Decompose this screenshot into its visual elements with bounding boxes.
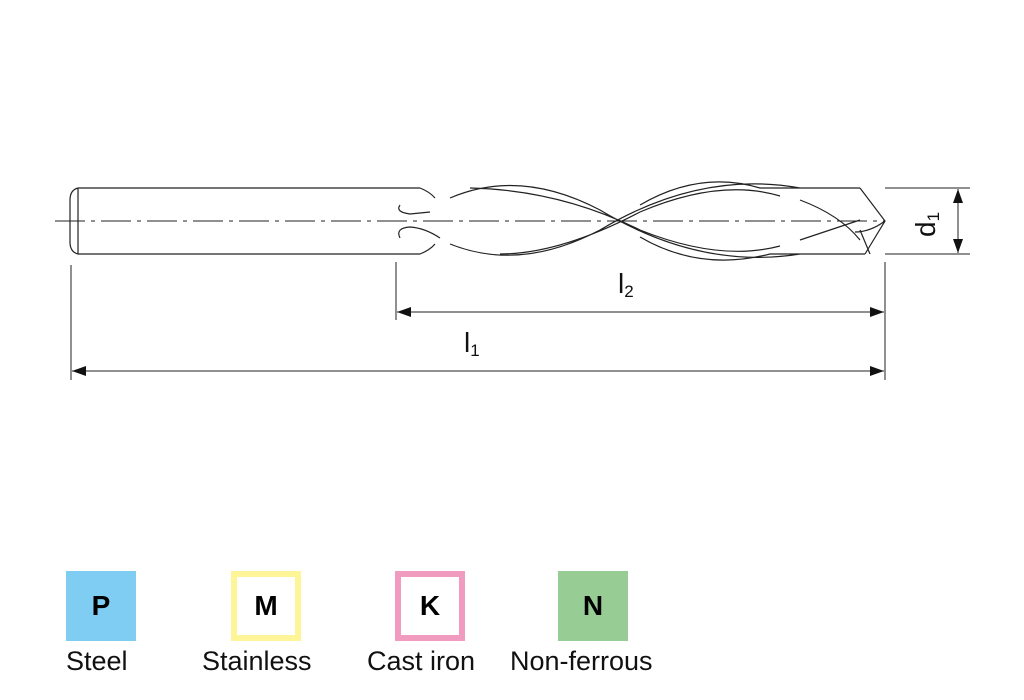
material-p-badge: P <box>66 571 136 641</box>
material-code: P <box>91 590 111 621</box>
material-code: K <box>419 590 441 621</box>
material-k-label: Cast iron <box>367 646 476 676</box>
material-p-label: Steel <box>66 646 128 676</box>
material-k-badge: K <box>395 571 465 641</box>
l1-label: l1 <box>464 327 480 360</box>
drill-shank <box>69 187 420 255</box>
material-n-badge: N <box>558 571 628 641</box>
material-code: M <box>254 590 278 621</box>
l2-label: l2 <box>618 268 634 301</box>
drill-flute-body <box>398 181 886 261</box>
material-m-label: Stainless <box>202 646 312 676</box>
material-code: N <box>582 590 604 621</box>
d1-label: d1 <box>910 212 943 237</box>
material-m-badge: M <box>231 571 301 641</box>
material-n-label: Non-ferrous <box>510 646 653 676</box>
